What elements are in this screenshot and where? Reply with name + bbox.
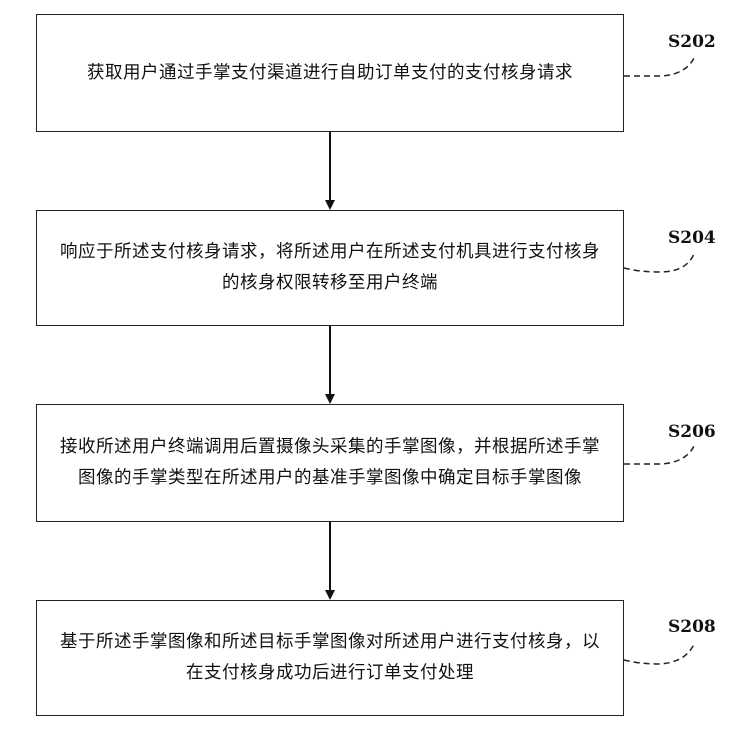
step-box-s202: 获取用户通过手掌支付渠道进行自助订单支付的支付核身请求 (36, 14, 624, 132)
leader-line-s202 (624, 57, 695, 77)
step-box-s208: 基于所述手掌图像和所述目标手掌图像对所述用户进行支付核身，以在支付核身成功后进行… (36, 600, 624, 716)
step-box-s204: 响应于所述支付核身请求，将所述用户在所述支付机具进行支付核身的核身权限转移至用户… (36, 210, 624, 326)
step-text-s204: 响应于所述支付核身请求，将所述用户在所述支付机具进行支付核身的核身权限转移至用户… (60, 242, 600, 293)
step-label-s206: S206 (668, 422, 716, 442)
step-text-s208: 基于所述手掌图像和所述目标手掌图像对所述用户进行支付核身，以在支付核身成功后进行… (60, 632, 600, 683)
leader-line-s208 (623, 643, 695, 665)
step-label-s202: S202 (668, 32, 716, 52)
step-label-s204: S204 (668, 228, 716, 248)
leader-line-s206 (624, 445, 695, 465)
leader-line-s204 (623, 253, 695, 273)
step-text-s202: 获取用户通过手掌支付渠道进行自助订单支付的支付核身请求 (87, 62, 573, 83)
step-box-s206: 接收所述用户终端调用后置摄像头采集的手掌图像，并根据所述手掌图像的手掌类型在所述… (36, 404, 624, 522)
step-label-s208: S208 (668, 617, 716, 637)
step-text-s206: 接收所述用户终端调用后置摄像头采集的手掌图像，并根据所述手掌图像的手掌类型在所述… (60, 437, 600, 488)
